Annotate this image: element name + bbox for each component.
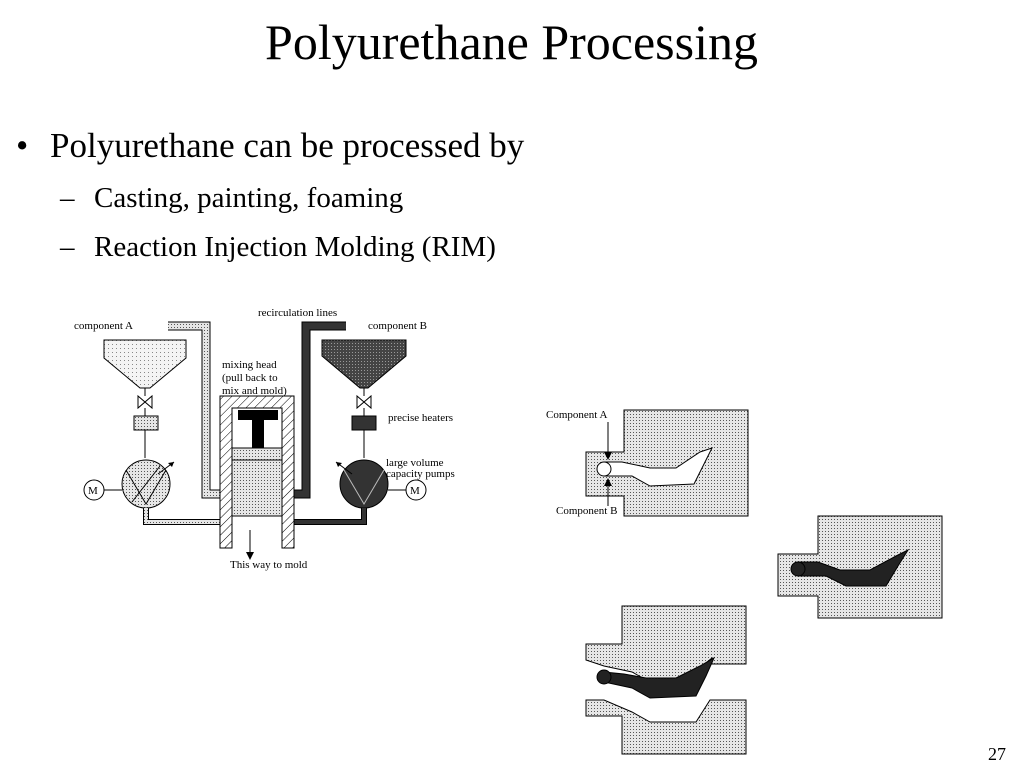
- arrow-down-icon: [246, 552, 254, 560]
- label-mixing-head-2: (pull back to: [222, 372, 278, 384]
- sub-bullet-item: –Reaction Injection Molding (RIM): [60, 229, 496, 265]
- heater-b: [351, 415, 377, 431]
- mold-stage-1: Component A Component B: [546, 409, 749, 517]
- motor-b: M: [388, 479, 427, 501]
- sub-bullet-item: –Casting, painting, foaming: [60, 180, 403, 216]
- label-component-a: component A: [74, 320, 133, 332]
- bullet-item: • Polyurethane can be processed by: [16, 124, 524, 168]
- mold-stage-2: [777, 515, 943, 619]
- mold-label-component-a: Component A: [546, 409, 607, 421]
- motor-label: M: [410, 485, 420, 497]
- motor-a: M: [83, 479, 122, 501]
- label-mixing-head-1: mixing head: [222, 359, 277, 371]
- feed-line-a: [143, 508, 232, 525]
- label-mixing-head-3: mix and mold): [222, 385, 287, 397]
- hopper-b: [321, 339, 407, 389]
- label-precise-heaters: precise heaters: [388, 412, 453, 424]
- sub-bullet-text: Casting, painting, foaming: [94, 182, 404, 214]
- hopper-a: [103, 339, 187, 389]
- bullet-text: Polyurethane can be processed by: [50, 126, 525, 165]
- pump-a: [121, 459, 175, 509]
- valve-a: [137, 388, 153, 410]
- mixing-head: [219, 395, 295, 549]
- sub-bullet-dash: –: [60, 182, 75, 214]
- bullet-dot: •: [16, 126, 29, 165]
- page-number: 27: [988, 744, 1006, 764]
- label-recirculation: recirculation lines: [258, 307, 337, 319]
- sub-bullet-text: Reaction Injection Molding (RIM): [94, 231, 496, 263]
- heater-a: [133, 415, 159, 431]
- pump-b: [335, 459, 389, 509]
- label-this-way: This way to mold: [230, 559, 308, 571]
- label-pumps-2: capacity pumps: [386, 468, 455, 480]
- motor-label: M: [88, 485, 98, 497]
- sub-bullet-dash: –: [60, 231, 75, 263]
- mold-stage-3: [585, 605, 747, 755]
- mold-label-component-b: Component B: [556, 505, 617, 517]
- rim-machine-diagram: M M: [74, 307, 455, 571]
- label-pumps-1: large volume: [386, 457, 444, 469]
- slide-title: Polyurethane Processing: [265, 14, 758, 70]
- label-component-b: component B: [368, 320, 427, 332]
- valve-b: [356, 388, 372, 410]
